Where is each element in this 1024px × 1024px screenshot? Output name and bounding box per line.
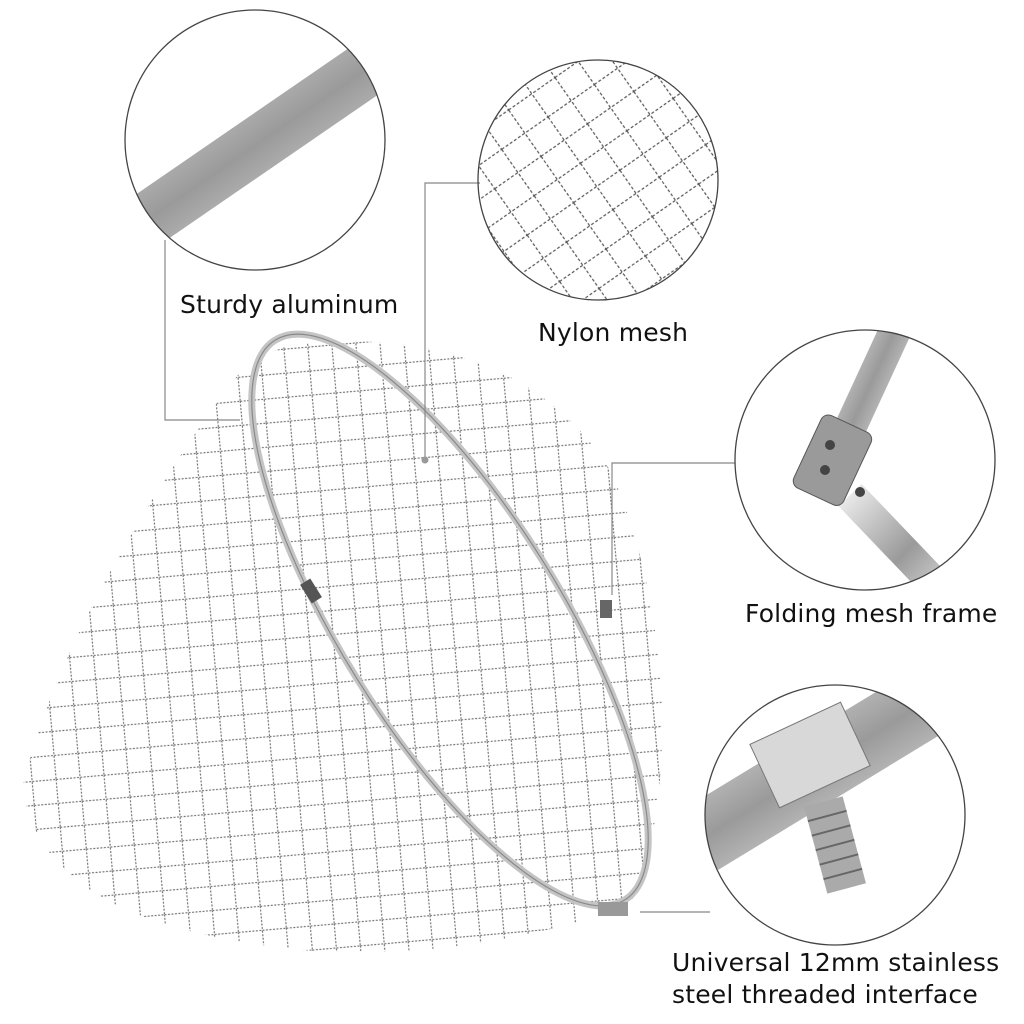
mesh-detail-circle [477,59,719,301]
leader-lines [164,182,735,913]
callout-interface-line2: steel threaded interface [672,980,978,1009]
threaded-interface-detail-circle [704,684,966,946]
threaded-connector-icon [598,902,628,916]
aluminum-detail-circle [124,9,386,271]
callout-mesh: Nylon mesh [538,318,689,347]
frame-hinge-detail-circle [734,329,996,591]
callout-frame: Folding mesh frame [745,599,998,628]
hinge-icon [300,578,322,604]
callout-interface-line1: Universal 12mm stainless [672,948,1000,977]
landing-net [22,330,663,952]
callout-aluminum: Sturdy aluminum [180,290,399,319]
hinge-icon [600,600,612,618]
net-mesh [22,341,663,952]
